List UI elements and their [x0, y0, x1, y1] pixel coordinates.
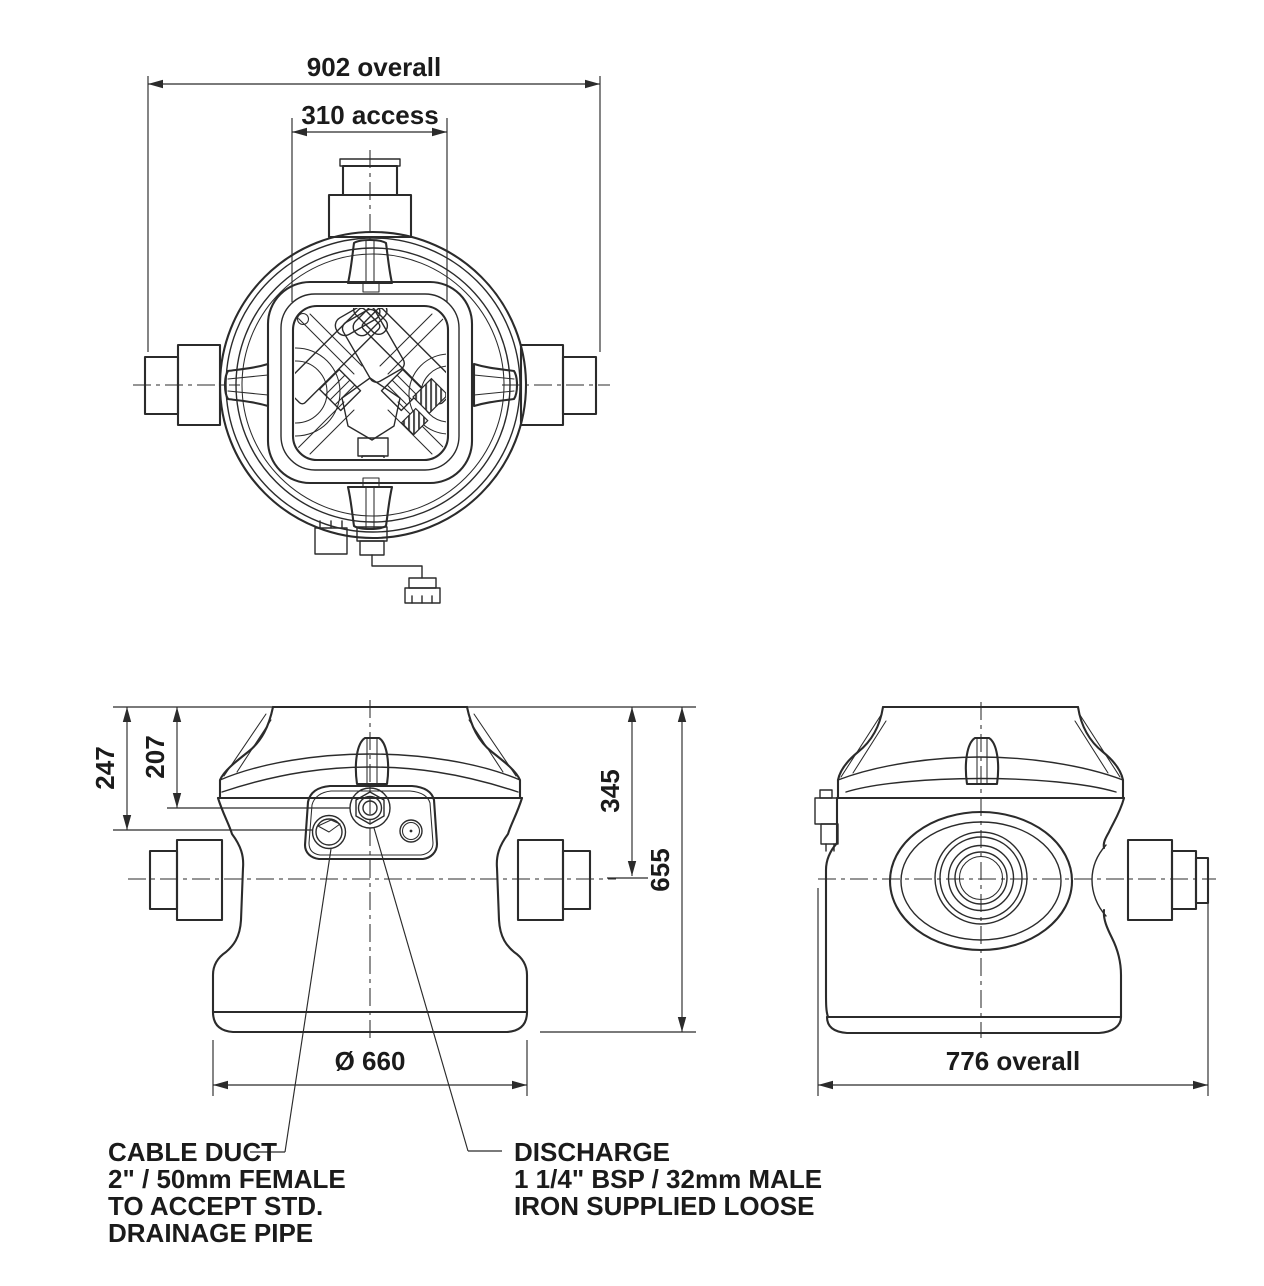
callout-cable-duct-line3: TO ACCEPT STD.	[108, 1191, 323, 1221]
dim-660-diameter: Ø 660	[212, 1040, 528, 1096]
side-view: 776 overall	[814, 702, 1216, 1096]
suction-pipe-left	[295, 308, 389, 405]
dim-label-310: 310 access	[301, 100, 438, 130]
lid-latch-north	[346, 238, 394, 293]
discharge-stub-top	[327, 158, 413, 239]
power-cable-assembly	[314, 520, 441, 604]
callout-cable-duct-line4: DRAINAGE PIPE	[108, 1218, 313, 1248]
callout-discharge-line1: DISCHARGE	[514, 1137, 670, 1167]
y-junction-body	[341, 377, 401, 441]
dim-label-655: 655	[645, 848, 675, 891]
leader-cable-duct	[250, 848, 332, 1153]
dim-776-overall: 776 overall	[817, 888, 1209, 1096]
hose-clamp-right	[380, 368, 424, 412]
hose-clamp-left	[318, 368, 362, 412]
suction-pipe-right	[352, 308, 446, 405]
dim-label-776: 776 overall	[946, 1046, 1080, 1076]
dim-902-overall: 902 overall	[148, 52, 600, 89]
dim-655: 655	[540, 707, 696, 1033]
side-lid-latch	[964, 736, 1000, 786]
vent-port	[399, 819, 423, 843]
dim-label-247: 247	[90, 746, 120, 789]
callout-cable-duct-line2: 2" / 50mm FEMALE	[108, 1164, 346, 1194]
callout-discharge-line3: IRON SUPPLIED LOOSE	[514, 1191, 815, 1221]
center-inlet-boss	[334, 308, 405, 383]
side-cable-gland	[814, 789, 839, 852]
dim-label-345: 345	[595, 769, 625, 812]
leader-discharge	[373, 827, 502, 1152]
lid-latch-south	[346, 477, 394, 531]
front-inlet-stub-right	[516, 838, 592, 922]
dim-label-902: 902 overall	[307, 52, 441, 82]
cable-duct-port	[311, 814, 347, 850]
fitting-dark-small	[400, 407, 429, 436]
callout-cable-duct-line1: CABLE DUCT	[108, 1137, 277, 1167]
dim-310-access: 310 access	[292, 100, 447, 137]
front-view: 247 207 345 655 Ø 660	[90, 700, 696, 1153]
dim-label-660: Ø 660	[335, 1046, 406, 1076]
top-view: 902 overall 310 access	[133, 52, 610, 604]
access-lid-frame	[266, 280, 474, 485]
dim-247: 247	[90, 707, 132, 830]
fitting-dark	[412, 377, 446, 415]
dim-label-207: 207	[140, 735, 170, 778]
inlet-stub-left	[143, 343, 222, 427]
callout-discharge-line2: 1 1/4" BSP / 32mm MALE	[514, 1164, 822, 1194]
tank-rim-circles	[218, 230, 528, 540]
front-inlet-stub-left	[148, 838, 224, 922]
front-lid-latch	[354, 736, 390, 786]
dim-207: 207	[140, 707, 182, 808]
lid-latch-east	[472, 362, 519, 408]
dim-345: 345	[595, 707, 648, 879]
callout-discharge: DISCHARGE 1 1/4" BSP / 32mm MALE IRON SU…	[514, 1137, 822, 1221]
callout-cable-duct: CABLE DUCT 2" / 50mm FEMALE TO ACCEPT ST…	[108, 1137, 346, 1248]
side-inlet-stub-right	[1126, 838, 1210, 922]
internal-pump-assembly	[295, 308, 446, 458]
inlet-stub-right	[519, 343, 598, 427]
lid-latch-west	[223, 362, 270, 408]
